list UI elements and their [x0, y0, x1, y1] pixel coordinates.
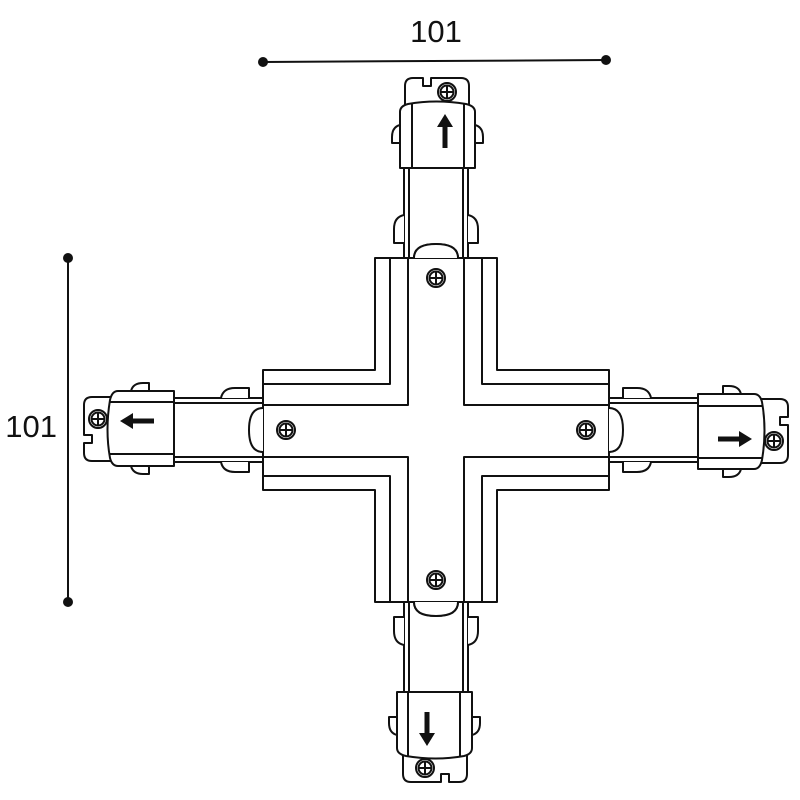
dimension-endpoint — [63, 253, 73, 263]
arm-top — [391, 77, 484, 261]
arm-right — [605, 385, 789, 478]
screw-icon — [415, 758, 435, 778]
screw-icon — [276, 420, 296, 440]
width-dimension: 101 — [258, 14, 611, 67]
height-label: 101 — [5, 409, 57, 444]
arm-bottom — [388, 599, 481, 783]
screw-icon — [426, 570, 446, 590]
dimension-endpoint — [601, 55, 611, 65]
screw-icon — [426, 268, 446, 288]
arrow-down-icon — [419, 712, 435, 746]
arrow-up-icon — [437, 114, 453, 148]
dimension-endpoint — [258, 57, 268, 67]
screw-icon — [88, 409, 108, 429]
arrow-left-icon — [120, 413, 154, 429]
width-label: 101 — [410, 14, 462, 49]
cross-body — [248, 243, 624, 617]
height-dimension: 101 — [5, 253, 73, 607]
arrow-right-icon — [718, 431, 752, 447]
screw-icon — [437, 82, 457, 102]
screw-icon — [576, 420, 596, 440]
arm-left — [83, 382, 267, 475]
dimension-endpoint — [63, 597, 73, 607]
width-dimension-line — [262, 59, 607, 63]
screw-icon — [764, 431, 784, 451]
